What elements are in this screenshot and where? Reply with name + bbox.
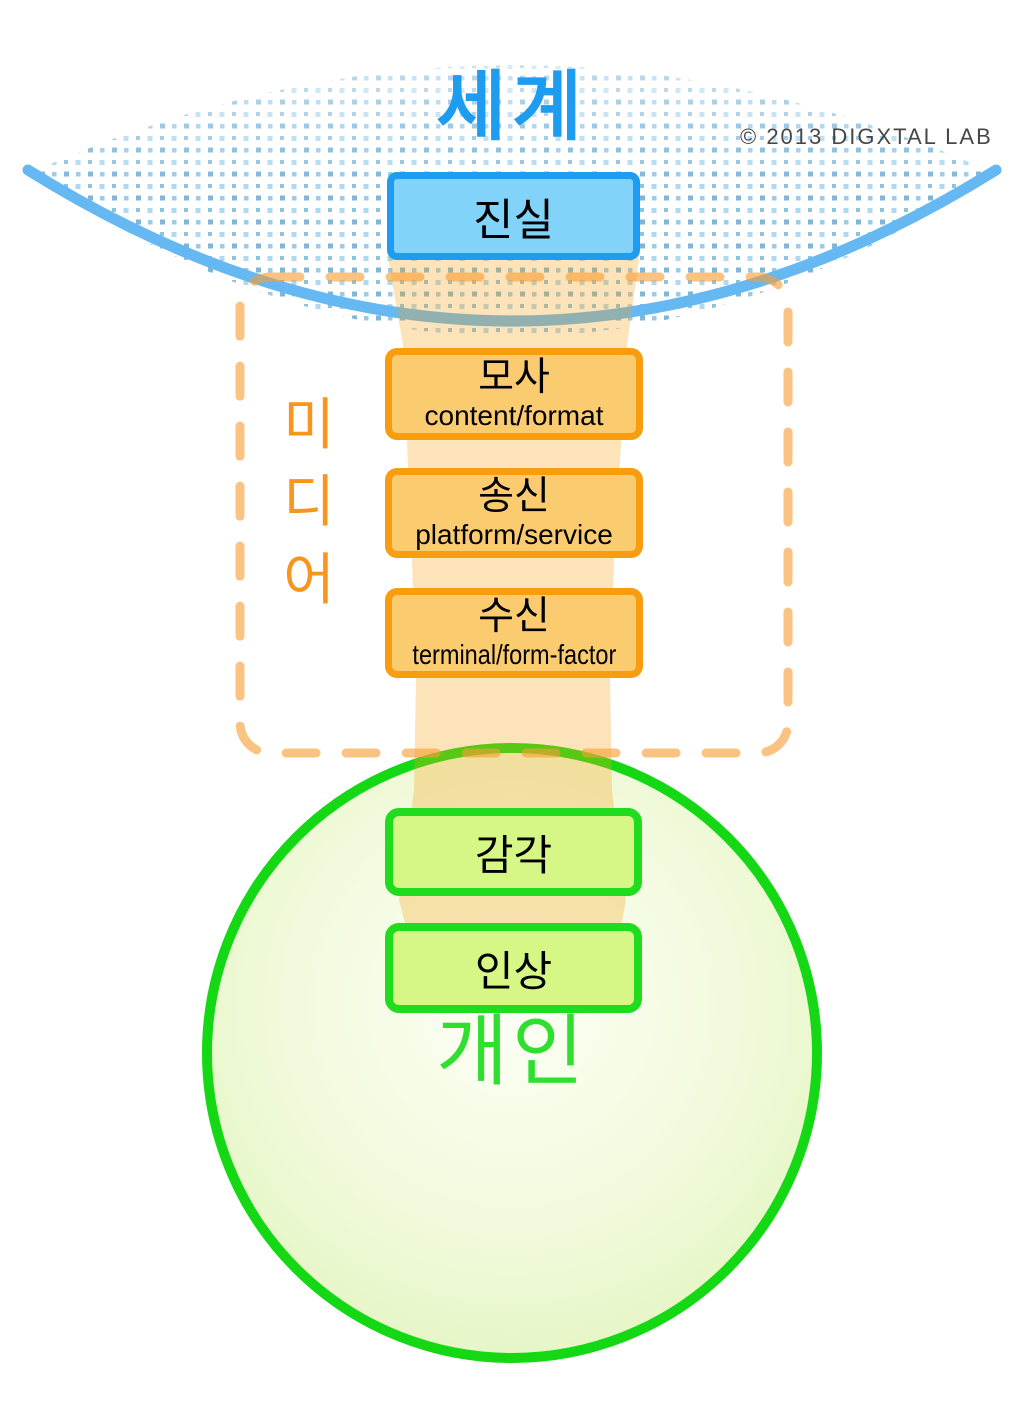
copyright-text: © 2013 DIGXTAL LAB bbox=[740, 124, 993, 149]
media-box-content-format: 모사 content/format bbox=[385, 348, 643, 440]
media-box-subtitle: terminal/form-factor bbox=[412, 639, 616, 671]
individual-circle bbox=[202, 743, 822, 1363]
media-section-label: 미디어 bbox=[283, 393, 335, 611]
truth-box-label: 진실 bbox=[473, 196, 554, 245]
world-title: 세계 bbox=[436, 65, 588, 150]
media-box-title: 송신 bbox=[478, 475, 550, 519]
media-box-title: 모사 bbox=[478, 356, 550, 400]
truth-box: 진실 bbox=[387, 172, 640, 260]
individual-box-label: 감각 bbox=[474, 831, 553, 879]
media-box-subtitle: content/format bbox=[424, 400, 604, 432]
media-box-platform-service: 송신 platform/service bbox=[385, 468, 643, 558]
individual-section-label: 개인 bbox=[436, 1007, 588, 1095]
media-box-title: 수신 bbox=[478, 595, 550, 639]
individual-box-label: 인상 bbox=[474, 947, 553, 995]
individual-box-impression: 인상 bbox=[385, 923, 642, 1013]
individual-box-sense: 감각 bbox=[385, 808, 642, 896]
world-arc bbox=[22, 164, 1002, 327]
media-box-subtitle: platform/service bbox=[415, 519, 613, 551]
media-box-terminal-formfactor: 수신 terminal/form-factor bbox=[385, 588, 643, 678]
media-boundary bbox=[235, 272, 793, 758]
